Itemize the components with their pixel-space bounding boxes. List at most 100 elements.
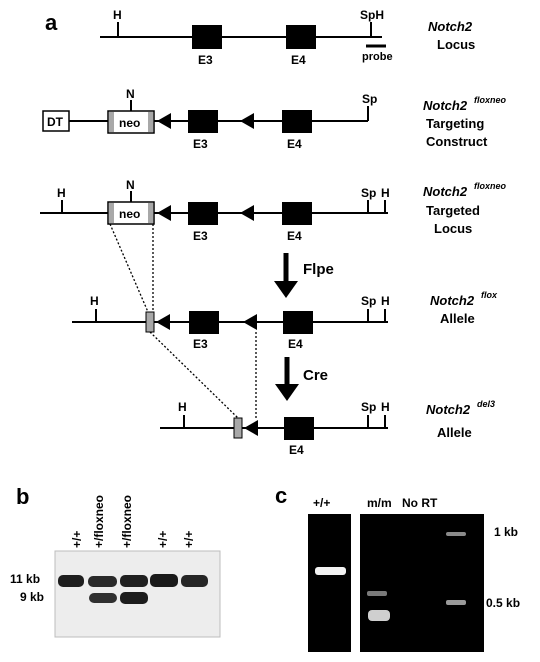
construct-name: Notch2 (428, 19, 473, 34)
construct-sup: floxneo (474, 181, 507, 191)
exon-e4 (282, 110, 312, 133)
site-h: H (113, 8, 122, 22)
pcr-band-mm (368, 610, 390, 621)
panel-label-c: c (275, 483, 287, 508)
band-11kb (181, 575, 208, 587)
frt-site (148, 203, 153, 223)
rtpcr-gel (308, 514, 484, 652)
exon-e4 (284, 417, 314, 440)
gel-left (308, 514, 351, 652)
loxp-site (244, 420, 258, 436)
row-targeting-construct: DT neo N E3 E4 Sp (42, 87, 377, 151)
site-h: H (381, 294, 390, 308)
construct-sup: del3 (477, 399, 495, 409)
exon-label: E4 (289, 443, 304, 457)
loxp-site (240, 113, 254, 129)
neo-label: neo (119, 207, 140, 221)
size-marker: 9 kb (20, 590, 44, 604)
band-11kb (150, 574, 178, 587)
construct-desc2: Locus (434, 221, 472, 236)
deletion-guide (109, 223, 149, 313)
band-11kb (88, 576, 117, 587)
exon-e3 (192, 25, 222, 49)
band-11kb (120, 575, 148, 587)
frt-site (148, 112, 153, 132)
recombinase-cre: Cre (303, 367, 328, 384)
site-sp: Sp (361, 186, 376, 200)
site-sp: Sp (361, 400, 376, 414)
lane-label: +/+ (313, 496, 330, 510)
gel-right (360, 514, 484, 652)
exon-e3 (188, 202, 218, 225)
site-sph: SpH (360, 8, 384, 22)
lane-label: +/+ (156, 531, 170, 548)
construct-desc2: Construct (426, 134, 488, 149)
exon-label: E4 (287, 137, 302, 151)
loxp-site (240, 205, 254, 221)
exon-label: E3 (193, 137, 208, 151)
loxp-site (243, 314, 257, 330)
construct-sup: flox (481, 290, 498, 300)
loxp-site (156, 314, 170, 330)
construct-sup: floxneo (474, 95, 507, 105)
frt-site (109, 112, 114, 132)
lane-label: +/+ (70, 531, 84, 548)
site-sp: Sp (361, 294, 376, 308)
loxp-site (157, 205, 171, 221)
construct-desc: Allele (440, 311, 475, 326)
exon-e4 (283, 311, 313, 334)
loxp-site (157, 113, 171, 129)
panel-label-a: a (45, 10, 58, 35)
site-h: H (90, 294, 99, 308)
construct-name: Notch2 (426, 402, 471, 417)
row-targeted-locus: H neo N E3 E4 Sp H (40, 178, 390, 243)
exon-label: E3 (198, 53, 213, 67)
cre-step: Cre (275, 357, 328, 401)
size-marker: 11 kb (10, 572, 40, 586)
site-h: H (381, 186, 390, 200)
band-9kb (120, 592, 148, 604)
construct-desc: Targeting (426, 116, 484, 131)
site-h: H (57, 186, 66, 200)
exon-label: E3 (193, 229, 208, 243)
pcr-band-wt (315, 567, 346, 575)
construct-desc: Targeted (426, 203, 480, 218)
site-h: H (178, 400, 187, 414)
ladder-label: 1 kb (494, 525, 518, 539)
flpe-step: Flpe (274, 253, 334, 298)
neo-label: neo (119, 116, 140, 130)
ladder-band-1kb (446, 532, 466, 536)
construct-name: Notch2 (430, 293, 475, 308)
exon-e4 (286, 25, 316, 49)
ladder-label: 0.5 kb (486, 596, 520, 610)
site-n: N (126, 178, 135, 192)
lane-label: +/floxneo (120, 495, 134, 548)
panel-b-lane-labels: +/+ +/floxneo +/floxneo +/+ +/+ (70, 495, 196, 548)
lane-label: +/+ (182, 531, 196, 548)
frt-site (109, 203, 114, 223)
deletion-guide (149, 331, 239, 419)
band-9kb (89, 593, 117, 603)
exon-e3 (188, 110, 218, 133)
row-flox-allele: H E3 E4 Sp H (72, 294, 390, 351)
recombinase-flpe: Flpe (303, 261, 334, 278)
row-del3-allele: H E4 Sp H (160, 400, 390, 457)
construct-desc: Locus (437, 37, 475, 52)
site-h: H (381, 400, 390, 414)
lane-label: m/m (367, 496, 392, 510)
exon-label: E3 (193, 337, 208, 351)
exon-label: E4 (291, 53, 306, 67)
exon-label: E4 (287, 229, 302, 243)
dt-label: DT (47, 115, 64, 129)
southern-blot (54, 550, 221, 638)
exon-label: E4 (288, 337, 303, 351)
probe-label: probe (362, 51, 393, 63)
construct-name: Notch2 (423, 184, 468, 199)
construct-desc: Allele (437, 425, 472, 440)
lane-label: No RT (402, 496, 438, 510)
arrow-head-icon (275, 384, 299, 401)
frt-site (233, 417, 243, 439)
arrow-head-icon (274, 281, 298, 298)
site-n: N (126, 87, 135, 101)
